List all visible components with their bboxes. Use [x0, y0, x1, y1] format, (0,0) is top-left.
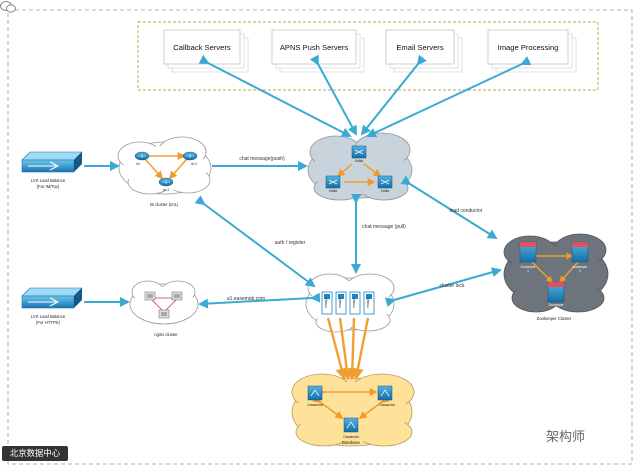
- link-callback-kafka: [198, 54, 352, 137]
- datacenter-stamp: 北京数据中心: [2, 446, 68, 461]
- cassandra-node-icon: [343, 417, 359, 433]
- cassandra-node-icon: [307, 385, 323, 401]
- kafka-switch-icon: [325, 175, 341, 189]
- link-nginx-rest: [198, 292, 321, 309]
- cassandra-internal-links: [312, 388, 390, 419]
- restapi-node-label: restapi: [352, 298, 356, 308]
- link-email-kafka: [360, 54, 427, 136]
- restapi-server-icon: [349, 291, 361, 315]
- lvs-top-label: LVS Load Balance: [31, 178, 66, 183]
- service-label: Image Processing: [498, 43, 559, 52]
- computer-icon: [158, 309, 170, 319]
- link-kafka-zookeeper: [400, 175, 498, 240]
- im-node-label: im 2: [191, 162, 197, 166]
- service-callback-servers: Callback Servers: [163, 29, 249, 73]
- cassandra-node-icon: [377, 385, 393, 401]
- kafka-node-label: Kafka: [355, 159, 363, 163]
- nginx-cluster-label: nginx cluster: [154, 332, 178, 337]
- datacenter-frame: [7, 9, 633, 465]
- blue-connections: [84, 54, 532, 309]
- db-connections: [326, 317, 370, 381]
- kafka-switch-icon: [351, 145, 367, 159]
- restapi-node-label: restapi: [338, 298, 342, 308]
- watermark-text: 架构师: [546, 430, 586, 445]
- kafka-node-label: Kafka: [381, 189, 389, 193]
- zookeeper-node-number: 2: [579, 269, 581, 273]
- computer-icon: [171, 291, 183, 301]
- cassandra-node-label: Cassandra: [307, 403, 323, 407]
- restapi-server-icon: [335, 291, 347, 315]
- link-image-kafka: [366, 56, 532, 138]
- im-node-label: im 3: [163, 188, 169, 192]
- kafka-node-label: Kafka: [329, 189, 337, 193]
- service-image-processing: Image Processing: [487, 29, 577, 73]
- kafka-switch-icon: [377, 175, 393, 189]
- edge-label-domain: a1.easemob.com: [227, 296, 265, 302]
- zookeeper-node-number: 1: [527, 269, 529, 273]
- edge-label-chat-pull: chat message (pull): [362, 224, 406, 230]
- im-cluster-label: im cluster (im1): [150, 202, 179, 207]
- kafka-cluster-cloud: [307, 132, 413, 201]
- zookeeper-node-icon: [571, 241, 589, 263]
- edge-label-chat-push: chat message(push): [239, 156, 285, 162]
- zookeeper-node-icon: [519, 241, 537, 263]
- computer-icon: [144, 291, 156, 301]
- zookeeper-node-label: zookeeper: [573, 265, 589, 269]
- wechat-icon: [0, 1, 16, 13]
- lvs-device-top: [21, 151, 83, 173]
- edge-label-auth: auth / register: [275, 240, 306, 246]
- service-label: Callback Servers: [173, 43, 231, 52]
- cassandra-node-label: Cassandra: [379, 403, 395, 407]
- im-internal-links: [138, 152, 194, 180]
- service-email-servers: Email Servers: [385, 29, 463, 73]
- lvs-device-bottom: [21, 287, 83, 309]
- database-label: Database: [342, 440, 361, 445]
- restapi-server-icon: [363, 291, 375, 315]
- im-node-label: im: [136, 162, 140, 166]
- router-icon: [182, 151, 198, 161]
- service-label: APNS Push Servers: [280, 43, 349, 52]
- zookeeper-node-icon: [547, 281, 565, 303]
- edge-label-leader: lead conductor: [450, 208, 483, 214]
- zookeeper-internal-links: [525, 252, 585, 284]
- service-label: Email Servers: [396, 43, 443, 52]
- lvs-bottom-label: LVS Load Balance: [31, 314, 66, 319]
- link-im-rest: [194, 195, 316, 288]
- link-apns-kafka: [309, 54, 357, 136]
- restapi-node-label: restapi: [324, 298, 328, 308]
- zookeeper-cluster-label: Zookeeper Cluster: [537, 316, 572, 321]
- restapi-server-icon: [321, 291, 333, 315]
- zookeeper-node-number: 3: [555, 307, 557, 311]
- link-rest-zookeeper: [384, 267, 502, 307]
- edge-label-cluster-lock: cluster lock: [439, 283, 465, 289]
- lvs-bottom-sublabel: (For HTTPS): [36, 320, 61, 325]
- kafka-internal-links: [336, 163, 382, 186]
- zookeeper-node-label: Zookeeper: [520, 265, 536, 269]
- zookeeper-node-label: Zookeeper: [548, 303, 564, 307]
- restapi-node-label: restapi: [366, 298, 370, 308]
- router-icon: [158, 177, 174, 187]
- router-icon: [134, 151, 150, 161]
- lvs-top-sublabel: (For IM/Tcp): [37, 184, 60, 189]
- cassandra-node-label: Cassandra: [343, 435, 359, 439]
